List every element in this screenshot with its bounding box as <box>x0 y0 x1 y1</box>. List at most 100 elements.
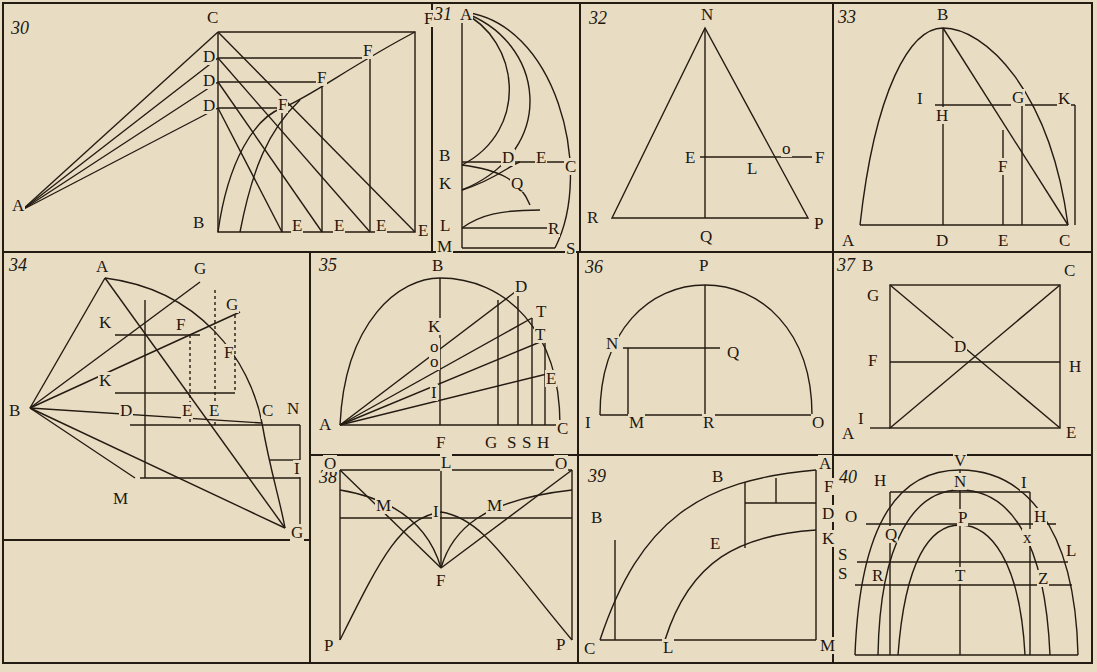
point-label: H <box>1033 508 1047 525</box>
point-label: C <box>206 9 219 26</box>
point-label: E <box>333 217 345 234</box>
point-label: M <box>375 497 392 514</box>
point-label: L <box>1065 542 1077 559</box>
point-label: C <box>564 158 577 175</box>
point-label: I <box>432 503 440 520</box>
point-label: G <box>193 260 207 277</box>
point-label: I <box>916 90 924 107</box>
figure-number: 37 <box>836 257 856 274</box>
point-label: A <box>95 258 109 275</box>
point-label: N <box>700 6 714 23</box>
point-label: P <box>698 257 709 274</box>
point-label: K <box>438 175 452 192</box>
point-label: D <box>202 72 216 89</box>
point-label: A <box>841 425 855 442</box>
figure-number: 30 <box>10 20 30 37</box>
point-label: E <box>208 402 220 419</box>
figure-number: 36 <box>584 259 604 276</box>
point-label: P <box>813 215 824 232</box>
point-label: C <box>1063 262 1076 279</box>
point-label: R <box>702 414 715 431</box>
point-label: B <box>8 402 21 419</box>
point-label: I <box>857 410 865 427</box>
point-label: E <box>709 535 721 552</box>
point-label: Q <box>884 526 898 543</box>
point-label: M <box>819 637 836 654</box>
point-label: D <box>501 149 515 166</box>
point-label: O <box>554 455 568 472</box>
point-label: D <box>821 505 835 522</box>
point-label: R <box>586 209 599 226</box>
point-label: B <box>438 147 451 164</box>
point-label: E <box>417 222 429 239</box>
point-label: E <box>997 232 1009 249</box>
figure-number: 34 <box>8 257 28 274</box>
point-label: N <box>605 335 619 352</box>
point-label: P <box>957 509 968 526</box>
figure-number: 32 <box>588 10 608 27</box>
point-label: H <box>873 472 887 489</box>
point-label: F <box>814 149 825 166</box>
point-label: N <box>286 400 300 417</box>
point-label: M <box>486 497 503 514</box>
point-label: F <box>435 434 446 451</box>
point-label: B <box>590 509 603 526</box>
point-label: M <box>436 238 453 255</box>
point-label: I <box>1020 474 1028 491</box>
point-label: H <box>935 107 949 124</box>
point-label: T <box>534 326 546 343</box>
point-label: o <box>429 353 440 370</box>
point-label: D <box>514 278 528 295</box>
point-label: K <box>98 314 112 331</box>
point-label: S <box>521 434 532 451</box>
point-label: S <box>837 546 848 563</box>
figure-number: 39 <box>587 468 607 485</box>
point-label: O <box>323 455 337 472</box>
point-label: H <box>536 434 550 451</box>
point-label: S <box>506 434 517 451</box>
point-label: N <box>953 473 967 490</box>
point-label: F <box>316 69 327 86</box>
point-label: A <box>459 6 473 23</box>
point-label: E <box>1065 424 1077 441</box>
point-label: R <box>547 220 560 237</box>
point-label: E <box>684 149 696 166</box>
point-label: T <box>535 303 547 320</box>
point-label: I <box>430 384 438 401</box>
point-label: A <box>11 197 25 214</box>
point-label: B <box>861 257 874 274</box>
point-label: F <box>362 42 373 59</box>
point-label: B <box>192 214 205 231</box>
point-label: D <box>935 232 949 249</box>
point-label: C <box>1058 232 1071 249</box>
point-label: C <box>556 420 569 437</box>
point-label: G <box>1011 89 1025 106</box>
point-label: R <box>871 567 884 584</box>
point-label: L <box>440 454 452 471</box>
point-label: M <box>112 490 129 507</box>
point-label: E <box>181 402 193 419</box>
point-label: E <box>545 370 557 387</box>
point-label: L <box>439 217 451 234</box>
point-label: Q <box>699 228 713 245</box>
point-label: K <box>1057 90 1071 107</box>
point-label: F <box>867 352 878 369</box>
point-label: F <box>223 344 234 361</box>
point-label: O <box>811 414 825 431</box>
point-label: Q <box>726 344 740 361</box>
point-label: L <box>662 639 674 656</box>
point-label: P <box>323 637 334 654</box>
point-label: K <box>821 530 835 547</box>
point-label: V <box>953 452 967 469</box>
point-label: G <box>866 287 880 304</box>
point-label: F <box>823 478 834 495</box>
point-label: I <box>293 460 301 477</box>
point-label: K <box>427 318 441 335</box>
point-label: T <box>954 567 966 584</box>
figure-number: 33 <box>837 9 857 26</box>
point-label: D <box>202 97 216 114</box>
point-label: K <box>98 372 112 389</box>
point-label: F <box>997 158 1008 175</box>
point-label: E <box>535 149 547 166</box>
